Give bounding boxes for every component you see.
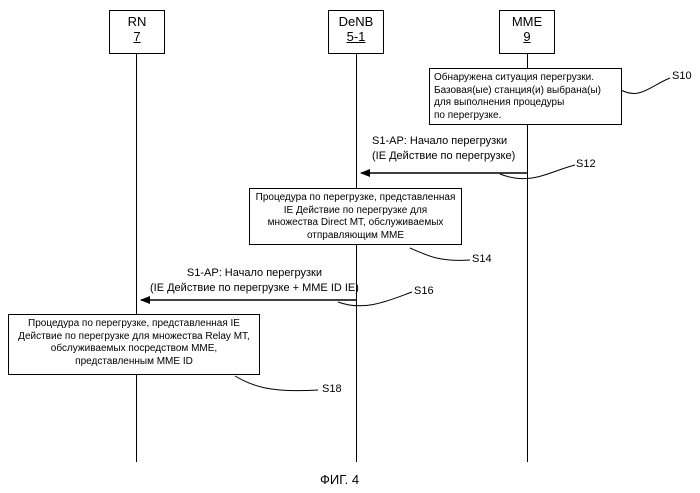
entity-denb: DeNB 5-1 bbox=[328, 10, 384, 54]
note-s14-line: IE Действие по перегрузке для bbox=[254, 205, 457, 218]
message-s12-line: (IE Действие по перегрузке) bbox=[372, 149, 515, 164]
message-label-s16: S1-AP: Начало перегрузки (IE Действие по… bbox=[150, 266, 359, 296]
entity-mme-number: 9 bbox=[500, 29, 554, 44]
note-s18: Процедура по перегрузке, представленная … bbox=[8, 314, 260, 375]
message-s16-line: S1-AP: Начало перегрузки bbox=[150, 266, 359, 281]
note-s10-line: для выполнения процедуры bbox=[434, 97, 617, 110]
message-s16-line: (IE Действие по перегрузке + MME ID IE) bbox=[150, 281, 359, 296]
step-label-s12: S12 bbox=[576, 158, 596, 170]
figure-caption: ФИГ. 4 bbox=[320, 472, 359, 487]
leader-line-s10 bbox=[621, 78, 670, 93]
note-s14: Процедура по перегрузке, представленная … bbox=[249, 188, 462, 245]
note-s10-line: Базовая(ые) станция(и) выбрана(ы) bbox=[434, 85, 617, 98]
step-label-s16: S16 bbox=[414, 285, 434, 297]
note-s18-line: Действие по перегрузке для множества Rel… bbox=[13, 331, 255, 344]
note-s18-line: обслуживаемых посредством MME, bbox=[13, 343, 255, 356]
step-label-s18: S18 bbox=[322, 383, 342, 395]
note-s10-line: Обнаружена ситуация перегрузки. bbox=[434, 72, 617, 85]
note-s10-line: по перегрузке. bbox=[434, 110, 617, 123]
note-s14-line: отправляющим MME bbox=[254, 230, 457, 243]
step-label-s10: S10 bbox=[672, 70, 692, 82]
entity-rn: RN 7 bbox=[109, 10, 165, 54]
message-s12-line: S1-AP: Начало перегрузки bbox=[372, 134, 515, 149]
leader-line-s14 bbox=[410, 248, 470, 260]
leader-line-s18 bbox=[235, 376, 318, 391]
entity-mme-name: MME bbox=[512, 14, 542, 29]
note-s14-line: Процедура по перегрузке, представленная bbox=[254, 192, 457, 205]
note-s18-line: Процедура по перегрузке, представленная … bbox=[13, 318, 255, 331]
note-s10: Обнаружена ситуация перегрузки. Базовая(… bbox=[429, 68, 622, 125]
entity-denb-name: DeNB bbox=[339, 14, 374, 29]
note-s18-line: представленным MME ID bbox=[13, 356, 255, 369]
note-s14-line: множества Direct MT, обслуживаемых bbox=[254, 217, 457, 230]
leader-line-s12 bbox=[500, 165, 575, 179]
entity-denb-number: 5-1 bbox=[329, 29, 383, 44]
entity-rn-name: RN bbox=[128, 14, 147, 29]
entity-mme: MME 9 bbox=[499, 10, 555, 54]
entity-rn-number: 7 bbox=[110, 29, 164, 44]
message-label-s12: S1-AP: Начало перегрузки (IE Действие по… bbox=[372, 134, 515, 164]
step-label-s14: S14 bbox=[472, 253, 492, 265]
